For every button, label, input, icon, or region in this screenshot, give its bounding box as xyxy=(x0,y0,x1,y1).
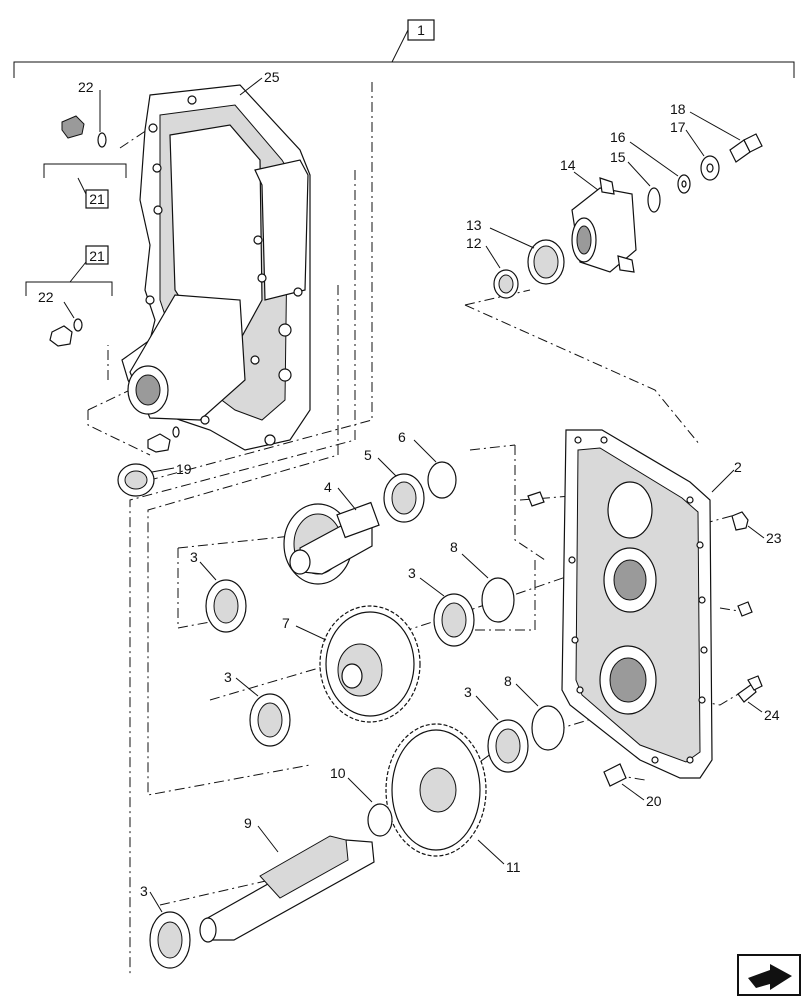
callout-3-a[interactable]: 3 xyxy=(190,549,198,565)
bearing-3-b: 3 xyxy=(408,565,475,647)
callout-24[interactable]: 24 xyxy=(764,707,780,723)
washer-16: 16 xyxy=(610,129,691,194)
callout-19[interactable]: 19 xyxy=(176,461,192,477)
housing-seal: 19 xyxy=(117,461,192,497)
callout-21-top[interactable]: 21 xyxy=(89,191,105,207)
input-gear-shaft: 4 xyxy=(283,479,380,585)
housing-drain-plug xyxy=(147,426,180,453)
callout-23[interactable]: 23 xyxy=(766,530,782,546)
callout-11[interactable]: 11 xyxy=(506,859,521,875)
snap-ring-8-b: 8 xyxy=(504,673,565,751)
bearing-3-e: 3 xyxy=(140,883,191,969)
bearing-3-c: 3 xyxy=(224,669,291,747)
callout-20[interactable]: 20 xyxy=(646,793,662,809)
snap-ring-6: 6 xyxy=(398,429,457,499)
callout-5[interactable]: 5 xyxy=(364,447,372,463)
yoke: 14 xyxy=(560,157,637,273)
seal-13: 13 xyxy=(466,217,565,285)
kit-bracket-mid: 21 xyxy=(25,245,113,296)
callout-8-a[interactable]: 8 xyxy=(450,539,458,555)
callout-18[interactable]: 18 xyxy=(670,101,686,117)
retaining-ring: 10 xyxy=(330,765,393,837)
o-ring-15: 15 xyxy=(610,149,661,213)
callout-7[interactable]: 7 xyxy=(282,615,290,631)
bearing-5: 5 xyxy=(364,447,425,523)
callout-4[interactable]: 4 xyxy=(324,479,332,495)
callout-25-group: 25 xyxy=(239,69,280,96)
callout-3-b[interactable]: 3 xyxy=(408,565,416,581)
callout-12[interactable]: 12 xyxy=(466,235,482,251)
snap-ring-8-a: 8 xyxy=(450,539,515,623)
output-shaft: 9 xyxy=(199,815,375,943)
cover-small-plug xyxy=(737,601,753,617)
callout-6[interactable]: 6 xyxy=(398,429,406,445)
callout-22-mid[interactable]: 22 xyxy=(38,289,54,305)
callout-14[interactable]: 14 xyxy=(560,157,576,173)
callout-16[interactable]: 16 xyxy=(610,129,626,145)
plug-top: 22 xyxy=(61,79,107,148)
idler-gear: 7 xyxy=(282,605,421,723)
next-page-arrow-icon[interactable] xyxy=(737,954,801,996)
callout-1[interactable]: 1 xyxy=(417,22,425,38)
bolt-18: 18 xyxy=(670,101,763,163)
dowel-pin: 20 xyxy=(603,763,662,809)
callout-10[interactable]: 10 xyxy=(330,765,346,781)
seal-12: 12 xyxy=(466,235,519,299)
callout-22-top[interactable]: 22 xyxy=(78,79,94,95)
kit-bracket-top: 21 xyxy=(43,163,127,209)
callout-13[interactable]: 13 xyxy=(466,217,482,233)
dowel-pin-upper xyxy=(527,491,545,507)
callout-9[interactable]: 9 xyxy=(244,815,252,831)
gearbox-housing xyxy=(121,84,311,451)
callout-3-c[interactable]: 3 xyxy=(224,669,232,685)
callout-21-mid[interactable]: 21 xyxy=(89,248,105,264)
callout-2[interactable]: 2 xyxy=(734,459,742,475)
callout-25[interactable]: 25 xyxy=(264,69,280,85)
callout-8-b[interactable]: 8 xyxy=(504,673,512,689)
callout-17[interactable]: 17 xyxy=(670,119,686,135)
callout-15[interactable]: 15 xyxy=(610,149,626,165)
cover-plate: 2 xyxy=(561,429,742,779)
cap-screw: 24 xyxy=(737,675,780,723)
callout-3-d[interactable]: 3 xyxy=(464,684,472,700)
bearing-3-a: 3 xyxy=(190,549,247,633)
output-gear: 11 xyxy=(385,723,521,875)
washer-17: 17 xyxy=(670,119,720,181)
assembly-bracket: 1 xyxy=(13,19,795,78)
bearing-3-d: 3 xyxy=(464,684,529,773)
vent-plug: 23 xyxy=(731,511,782,546)
callout-3-e[interactable]: 3 xyxy=(140,883,148,899)
plug-mid: 22 xyxy=(38,289,83,347)
